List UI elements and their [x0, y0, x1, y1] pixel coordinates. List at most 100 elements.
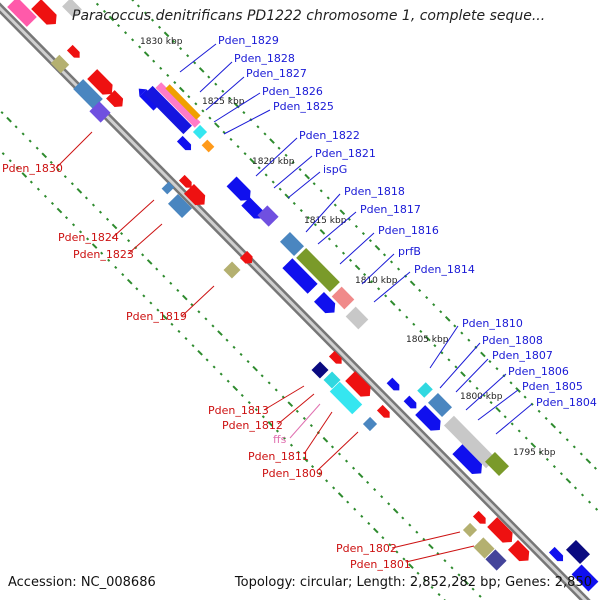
- gene-pden-1804[interactable]: [452, 444, 486, 478]
- tick-dot: [169, 281, 173, 285]
- tick-dot: [559, 472, 563, 476]
- gene-red-d[interactable]: [178, 174, 195, 191]
- gene-pden-1805[interactable]: [415, 405, 445, 435]
- label-pden-1808[interactable]: Pden_1808: [482, 334, 543, 347]
- gene-top-pink[interactable]: [7, 0, 37, 27]
- tick-dot: [35, 146, 39, 150]
- label-pden-1811[interactable]: Pden_1811: [248, 450, 309, 463]
- gene-pden-1817[interactable]: [296, 247, 340, 293]
- gene-red-g[interactable]: [328, 350, 345, 367]
- gene-ispg[interactable]: [257, 205, 279, 227]
- gene-pden-1815[interactable]: [313, 291, 339, 317]
- gene-steel-1[interactable]: [73, 79, 103, 109]
- gene-pden-1818[interactable]: [279, 231, 305, 257]
- label-pden-1826[interactable]: Pden_1826: [262, 85, 323, 98]
- gene-red-a[interactable]: [66, 44, 83, 61]
- label-pden-1806[interactable]: Pden_1806: [508, 365, 569, 378]
- label-pden-1801[interactable]: Pden_1801: [350, 558, 411, 571]
- gene-pden-1813[interactable]: [311, 361, 329, 379]
- label-pden-1830[interactable]: Pden_1830: [2, 162, 63, 175]
- label-pden-1812[interactable]: Pden_1812: [222, 419, 283, 432]
- tick-dot: [460, 371, 466, 377]
- label-pden-1828[interactable]: Pden_1828: [234, 52, 295, 65]
- tick-dot: [236, 144, 240, 149]
- label-pden-1824[interactable]: Pden_1824: [58, 231, 119, 244]
- gene-pden-1819[interactable]: [223, 261, 241, 279]
- tick-dot: [443, 559, 447, 563]
- gene-pden-1821[interactable]: [241, 197, 266, 223]
- gene-red-k[interactable]: [487, 517, 517, 547]
- gene-top-red[interactable]: [31, 0, 61, 29]
- gene-top-grey[interactable]: [62, 0, 82, 18]
- gene-pden-1808[interactable]: [427, 392, 453, 418]
- tick-dot: [381, 536, 385, 540]
- gene-pden-1816[interactable]: [282, 258, 318, 294]
- kbp-tick-1795: 1795 kbp: [513, 448, 556, 458]
- gene-red-c[interactable]: [106, 90, 126, 111]
- gene-pden-1823[interactable]: [167, 193, 193, 219]
- gene-red-b[interactable]: [87, 69, 117, 99]
- label-ffs[interactable]: ffs: [273, 433, 287, 446]
- gene-pden-1812[interactable]: [323, 371, 341, 389]
- gene-pden-1824[interactable]: [161, 181, 175, 195]
- tick-dot: [468, 379, 472, 383]
- label-pden-1827[interactable]: Pden_1827: [246, 67, 307, 80]
- label-pden-1802[interactable]: Pden_1802: [336, 542, 397, 555]
- label-pden-1817[interactable]: Pden_1817: [360, 203, 421, 216]
- gene-pden-1810[interactable]: [417, 382, 433, 398]
- gene-red-l[interactable]: [507, 539, 533, 565]
- label-pden-1823[interactable]: Pden_1823: [73, 248, 134, 261]
- gene-red-h[interactable]: [345, 371, 375, 401]
- gene-pden-1809[interactable]: [362, 416, 378, 432]
- gene-red-f[interactable]: [239, 250, 256, 267]
- gene-small-blue[interactable]: [176, 135, 194, 153]
- label-pden-1818[interactable]: Pden_1818: [344, 185, 405, 198]
- label-pden-1805[interactable]: Pden_1805: [522, 380, 583, 393]
- gene-pden-1828[interactable]: [144, 85, 192, 135]
- gene-pden-1822[interactable]: [226, 176, 255, 205]
- label-ispg[interactable]: ispG: [323, 163, 347, 176]
- gene-red-i[interactable]: [376, 404, 393, 421]
- gene-pden-1827[interactable]: [155, 82, 201, 128]
- gene-red-j[interactable]: [472, 510, 489, 527]
- gene-navy-1[interactable]: [565, 539, 591, 565]
- label-pden-1804[interactable]: Pden_1804: [536, 396, 597, 409]
- label-pden-1809[interactable]: Pden_1809: [262, 467, 323, 480]
- gene-pden-1811[interactable]: [329, 381, 363, 415]
- tick-dot: [573, 486, 578, 490]
- label-pden-1825[interactable]: Pden_1825: [273, 100, 334, 113]
- label-pden-1816[interactable]: Pden_1816: [378, 224, 439, 237]
- gene-red-e[interactable]: [183, 183, 209, 209]
- label-pden-1814[interactable]: Pden_1814: [414, 263, 475, 276]
- gene-pden-1801-a[interactable]: [473, 537, 495, 559]
- label-pden-1829[interactable]: Pden_1829: [218, 34, 279, 47]
- tick-dot: [15, 166, 19, 170]
- gene-pden-1826[interactable]: [165, 84, 201, 120]
- gene-pden-1814[interactable]: [345, 306, 369, 330]
- tick-dot: [510, 422, 514, 426]
- label-prfb[interactable]: prfB: [398, 245, 421, 258]
- gene-small-blue-3[interactable]: [386, 377, 403, 394]
- gene-prfb[interactable]: [331, 286, 355, 310]
- gene-pden-1801-b[interactable]: [485, 549, 507, 571]
- gene-pden-1802[interactable]: [462, 522, 478, 538]
- gene-navy-2[interactable]: [571, 564, 599, 592]
- gene-pden-1825-a[interactable]: [192, 124, 208, 140]
- label-pden-1810[interactable]: Pden_1810: [462, 317, 523, 330]
- gene-pden-1830[interactable]: [89, 101, 111, 123]
- label-pden-1807[interactable]: Pden_1807: [492, 349, 553, 362]
- tick-dot: [440, 351, 444, 355]
- gene-small-blue-2[interactable]: [403, 395, 420, 412]
- label-pden-1819[interactable]: Pden_1819: [126, 310, 187, 323]
- gene-olive-1[interactable]: [50, 54, 70, 74]
- gene-pden-1825-b[interactable]: [201, 139, 215, 153]
- gene-blue-edge[interactable]: [548, 546, 566, 564]
- gene-pden-1807[interactable]: [443, 415, 497, 469]
- features-right: [138, 82, 599, 592]
- label-pden-1821[interactable]: Pden_1821: [315, 147, 376, 160]
- tick-dot: [225, 338, 229, 342]
- gene-pden-1806[interactable]: [484, 451, 510, 477]
- label-pden-1813[interactable]: Pden_1813: [208, 404, 269, 417]
- label-pden-1822[interactable]: Pden_1822: [299, 129, 360, 142]
